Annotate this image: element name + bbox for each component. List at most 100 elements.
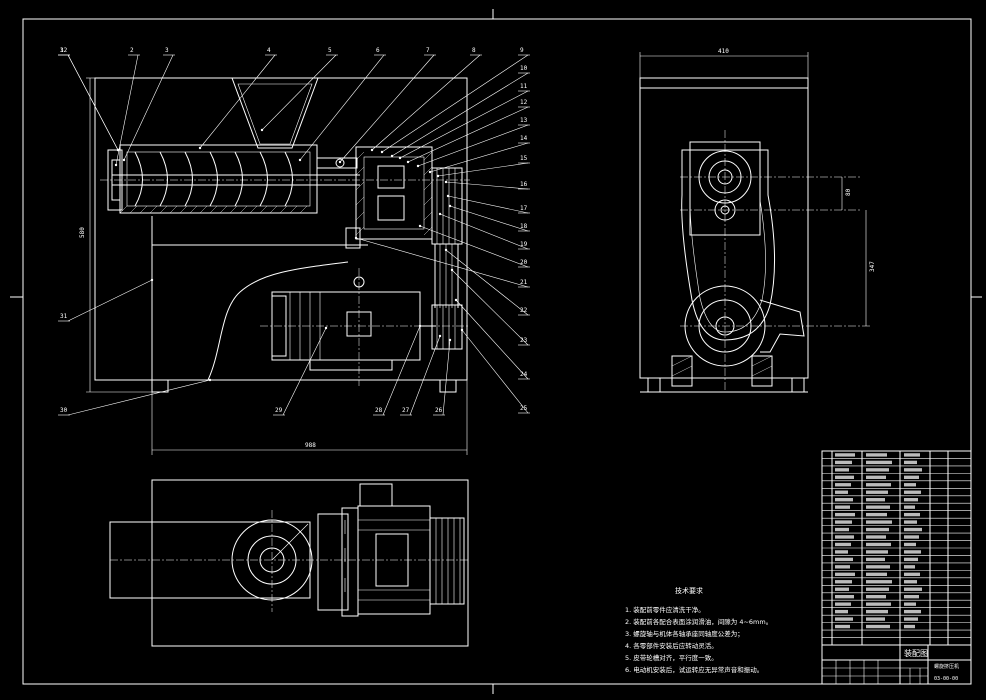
barrel-hatch (119, 205, 308, 214)
balloon-dot-7 (338, 160, 342, 164)
balloon-label-31: 31 (60, 313, 68, 320)
balloon-label-16: 16 (520, 181, 528, 188)
balloon-leader-5 (261, 54, 337, 131)
balloon-leader-6 (299, 54, 385, 161)
parts-entry-mark (866, 557, 885, 562)
dim-height-text: 580 (79, 227, 86, 238)
parts-entry-mark (835, 587, 849, 591)
parts-entry-mark (904, 542, 916, 547)
parts-entry-mark (835, 565, 850, 569)
title-drawing-name: 装配图 (904, 648, 928, 658)
motor-fins (289, 292, 321, 360)
top-pulley-grooves (435, 518, 461, 604)
tech-title: 技术要求 (675, 586, 703, 595)
parts-entry-mark (866, 617, 885, 621)
screw-flights (134, 151, 293, 207)
parts-entry-mark (866, 535, 886, 539)
balloon-dot-23 (450, 268, 454, 272)
parts-entry-mark (904, 602, 916, 606)
tech-requirements: 技术要求 1. 装配前零件应清洗干净。 2. 装配前各配合表面涂润滑油，间隙为 … (625, 586, 772, 674)
balloon-label-2: 2 (130, 47, 134, 54)
balloon-leader-20 (419, 225, 529, 268)
parts-entry-mark (904, 490, 921, 494)
parts-entry-mark (835, 512, 855, 517)
frame-curve (207, 261, 349, 381)
balloon-leader-27 (409, 335, 441, 416)
tech-item-1: 1. 装配前零件应清洗干净。 (625, 605, 705, 614)
title-drawing-number: 03-00-00 (934, 676, 958, 682)
balloon-dot-19 (438, 212, 442, 216)
parts-entry-mark (835, 520, 852, 524)
parts-entry-mark (835, 453, 855, 457)
title-block-frame (821, 644, 972, 685)
barrel (119, 144, 318, 214)
parts-entry-mark (904, 498, 918, 502)
parts-entry-mark (835, 624, 850, 629)
parts-entry-mark (835, 468, 849, 472)
balloon-dot-17 (446, 194, 450, 198)
balloon-dot-29 (324, 326, 328, 330)
belt-guard (681, 149, 776, 341)
balloon-leader-31 (67, 279, 153, 322)
parts-entry-mark (866, 453, 887, 457)
balloon-dot-30 (208, 378, 212, 382)
balloon-dot-9 (380, 150, 384, 154)
balloon-dot-11 (398, 156, 402, 160)
balloon-label-10: 10 (520, 65, 528, 72)
parts-entry-mark (904, 535, 919, 539)
side-housing (639, 77, 809, 379)
parts-entry-mark (904, 453, 920, 457)
parts-entry-mark (866, 460, 892, 465)
side-dim-offset-text: 80 (845, 188, 852, 196)
parts-entry-mark (835, 535, 854, 539)
title-block: 装配图 螺旋挤压机 03-00-00 (821, 644, 972, 685)
parts-entry-mark (866, 490, 888, 494)
parts-entry-mark (866, 624, 890, 629)
balloon-leader-19 (439, 213, 529, 250)
motor-foot (309, 359, 393, 371)
balloon-dot-26 (448, 338, 452, 342)
parts-entry-mark (835, 557, 853, 562)
tech-item-5: 5. 皮带轮槽对齐，平行度一致。 (625, 653, 718, 662)
balloon-label-3: 3 (165, 47, 169, 54)
parts-entry-mark (866, 602, 891, 606)
balloon-dot-21 (354, 236, 358, 240)
parts-entry-mark (904, 595, 919, 599)
parts-entry-mark (866, 520, 892, 524)
balloon-leader-28 (382, 325, 421, 416)
parts-entry-mark (866, 527, 889, 532)
balloon-dot-6 (298, 158, 302, 162)
coupling-bolt (335, 158, 345, 168)
parts-entry-mark (904, 617, 918, 621)
balloon-label-5: 5 (328, 47, 332, 54)
balloon-leader-30 (67, 379, 211, 416)
parts-entry-mark (835, 527, 849, 532)
parts-entry-mark (866, 498, 885, 502)
balloon-leader-17 (447, 195, 529, 214)
balloon-dot-10 (390, 154, 394, 158)
parts-entry-mark (866, 468, 889, 472)
die-plate (111, 159, 121, 201)
balloon-leader-22 (445, 249, 529, 316)
balloon-leader-7 (339, 54, 435, 163)
parts-entry-mark (835, 505, 850, 509)
balloon-label-28: 28 (375, 407, 383, 414)
balloon-label-23: 23 (520, 337, 528, 344)
parts-entry-mark (866, 475, 886, 479)
balloon-leader-8 (371, 54, 481, 151)
balloon-leader-12 (407, 106, 529, 163)
top-motor-flange (341, 507, 359, 617)
balloon-leader-23 (451, 269, 529, 346)
parts-entry-mark (904, 557, 918, 562)
barrel-inner (126, 151, 311, 207)
parts-entry-mark (866, 587, 889, 591)
tech-item-3: 3. 螺旋轴与机体各轴承座同轴度公差为； (625, 629, 744, 638)
balloon-label-19: 19 (520, 241, 528, 248)
parts-entry-mark (904, 468, 922, 472)
balloon-leader-32 (67, 54, 119, 151)
outer-frame (22, 18, 972, 685)
gearbox-hatch (355, 151, 433, 236)
lower-pulley-grooves (436, 305, 456, 349)
parts-list-entries (835, 453, 922, 629)
